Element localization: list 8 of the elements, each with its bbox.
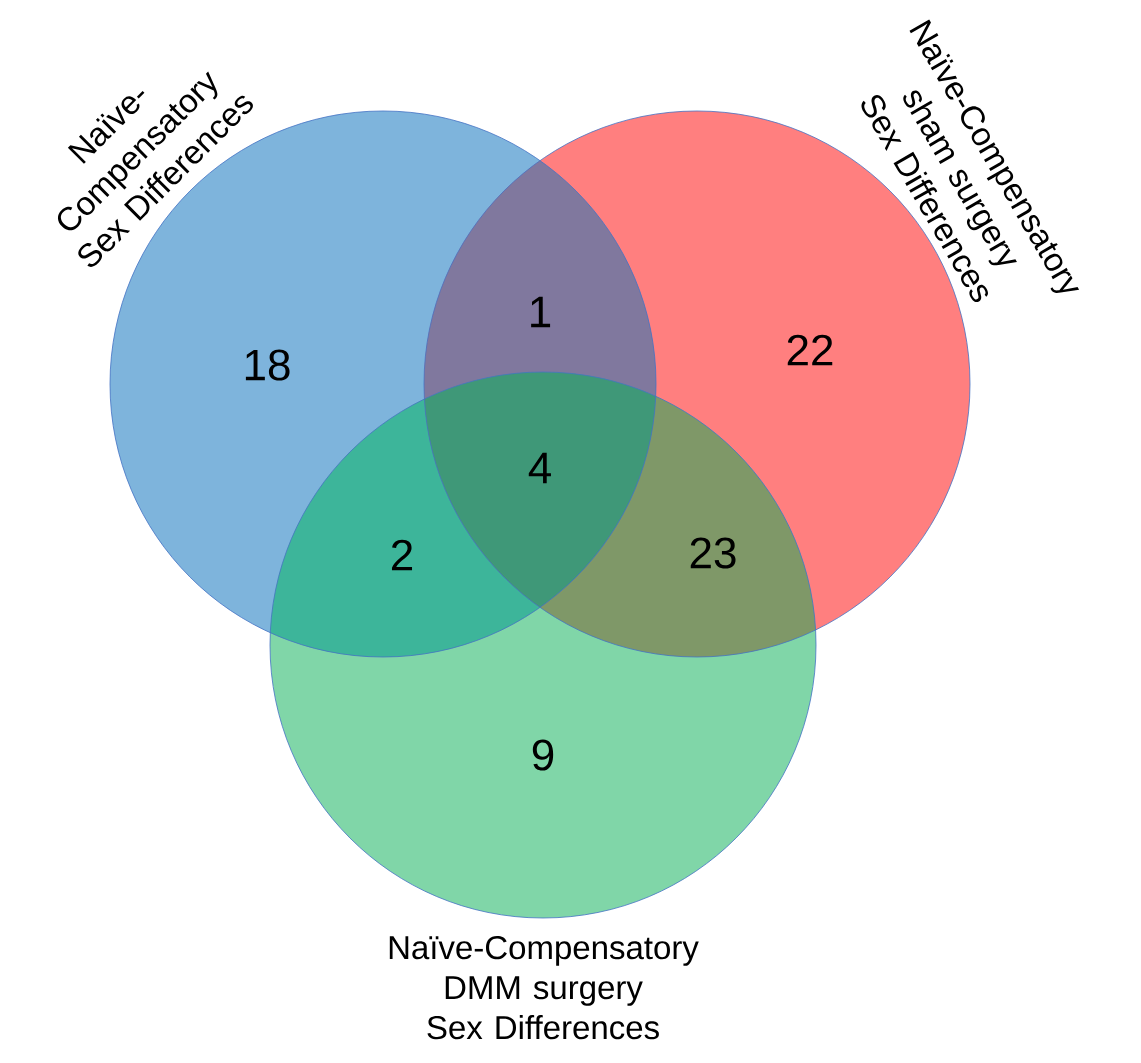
region-count: 23 [690,537,736,569]
region-count: 2 [392,539,413,571]
region-count: 18 [245,349,290,381]
node-label: Naïve-Compensatory DMM surgery Sex Differences [389,935,699,1040]
region-count: 9 [532,739,554,771]
region-count: 1 [531,296,551,328]
region-count: 22 [787,334,833,366]
region-count: 4 [528,452,551,484]
